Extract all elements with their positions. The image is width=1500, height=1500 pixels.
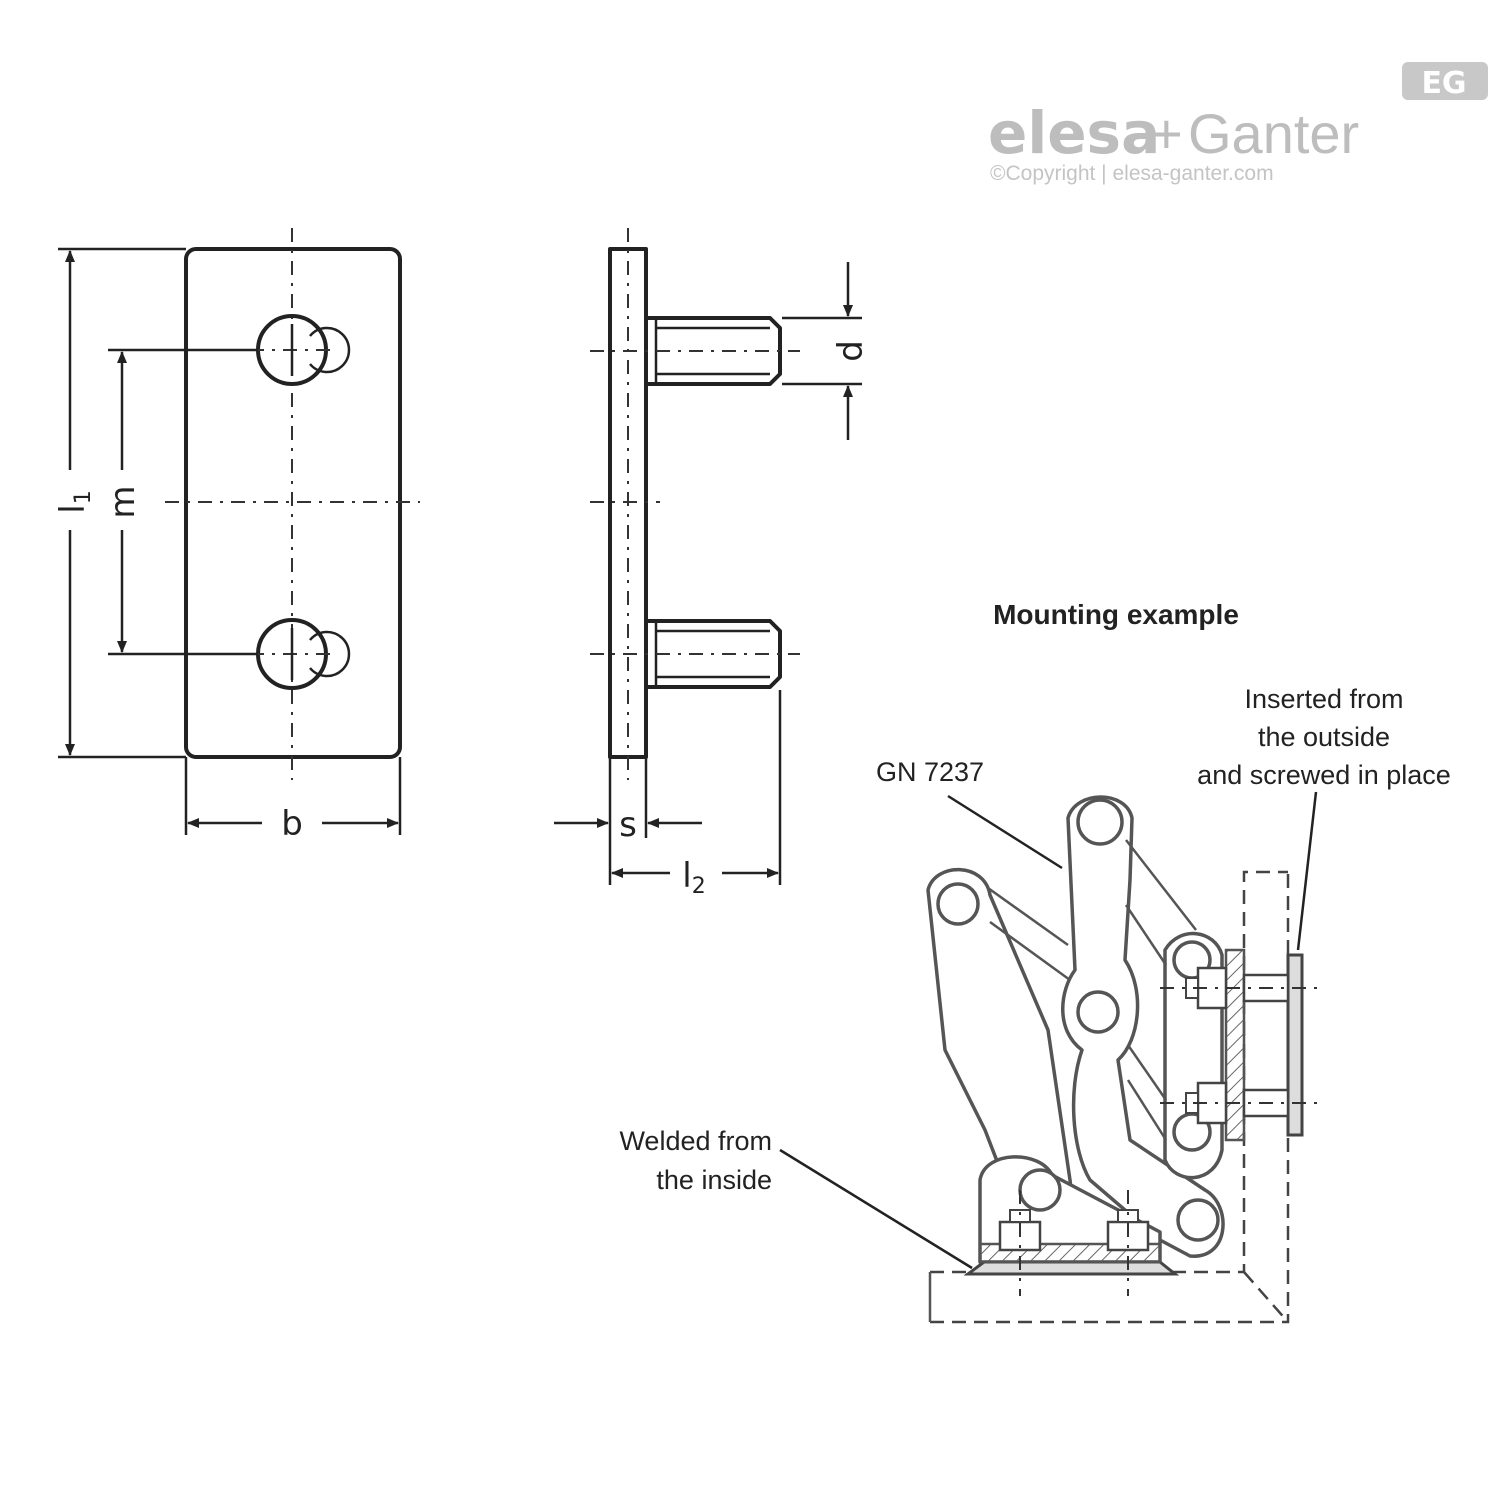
inserted-label-3: and screwed in place	[1197, 760, 1451, 790]
mounting-example: Mounting example GN 7237 Inserted from t…	[619, 599, 1451, 1324]
welded-label-1: Welded from	[619, 1126, 772, 1156]
mounting-title: Mounting example	[993, 599, 1239, 630]
dim-s: s	[619, 805, 637, 845]
eg-badge	[1402, 62, 1488, 100]
side-view: d s l2	[554, 228, 871, 899]
stud-bottom	[590, 619, 800, 689]
logo-elesa: elesa	[988, 99, 1160, 167]
dim-b: b	[281, 804, 303, 844]
copyright-text: ©Copyright | elesa-ganter.com	[990, 162, 1274, 185]
svg-text:m: m	[103, 485, 143, 518]
floor-mount	[963, 1190, 1180, 1296]
hole-bottom	[250, 618, 351, 690]
hole-top	[250, 314, 351, 386]
inserted-label-2: the outside	[1258, 722, 1390, 752]
hinge-ghost	[926, 795, 1225, 1264]
svg-text:d: d	[831, 340, 871, 362]
dim-d: d	[831, 340, 871, 362]
logo-ganter: Ganter	[1188, 102, 1359, 165]
logo-plus: +	[1150, 102, 1183, 165]
gn-label: GN 7237	[876, 757, 984, 787]
welded-label-2: the inside	[656, 1165, 772, 1195]
dim-l2: l2	[682, 856, 705, 899]
front-view: l1 m b	[53, 228, 420, 844]
dim-l1: l1	[53, 490, 96, 513]
wall-mount	[1160, 948, 1325, 1142]
inserted-label-1: Inserted from	[1244, 684, 1403, 714]
brand-logo: EG elesa + Ganter ©Copyright | elesa-gan…	[988, 62, 1488, 185]
stud-top	[590, 316, 800, 386]
eg-badge-text: EG	[1421, 66, 1466, 101]
svg-text:l1: l1	[53, 490, 96, 513]
dim-m: m	[103, 485, 143, 518]
